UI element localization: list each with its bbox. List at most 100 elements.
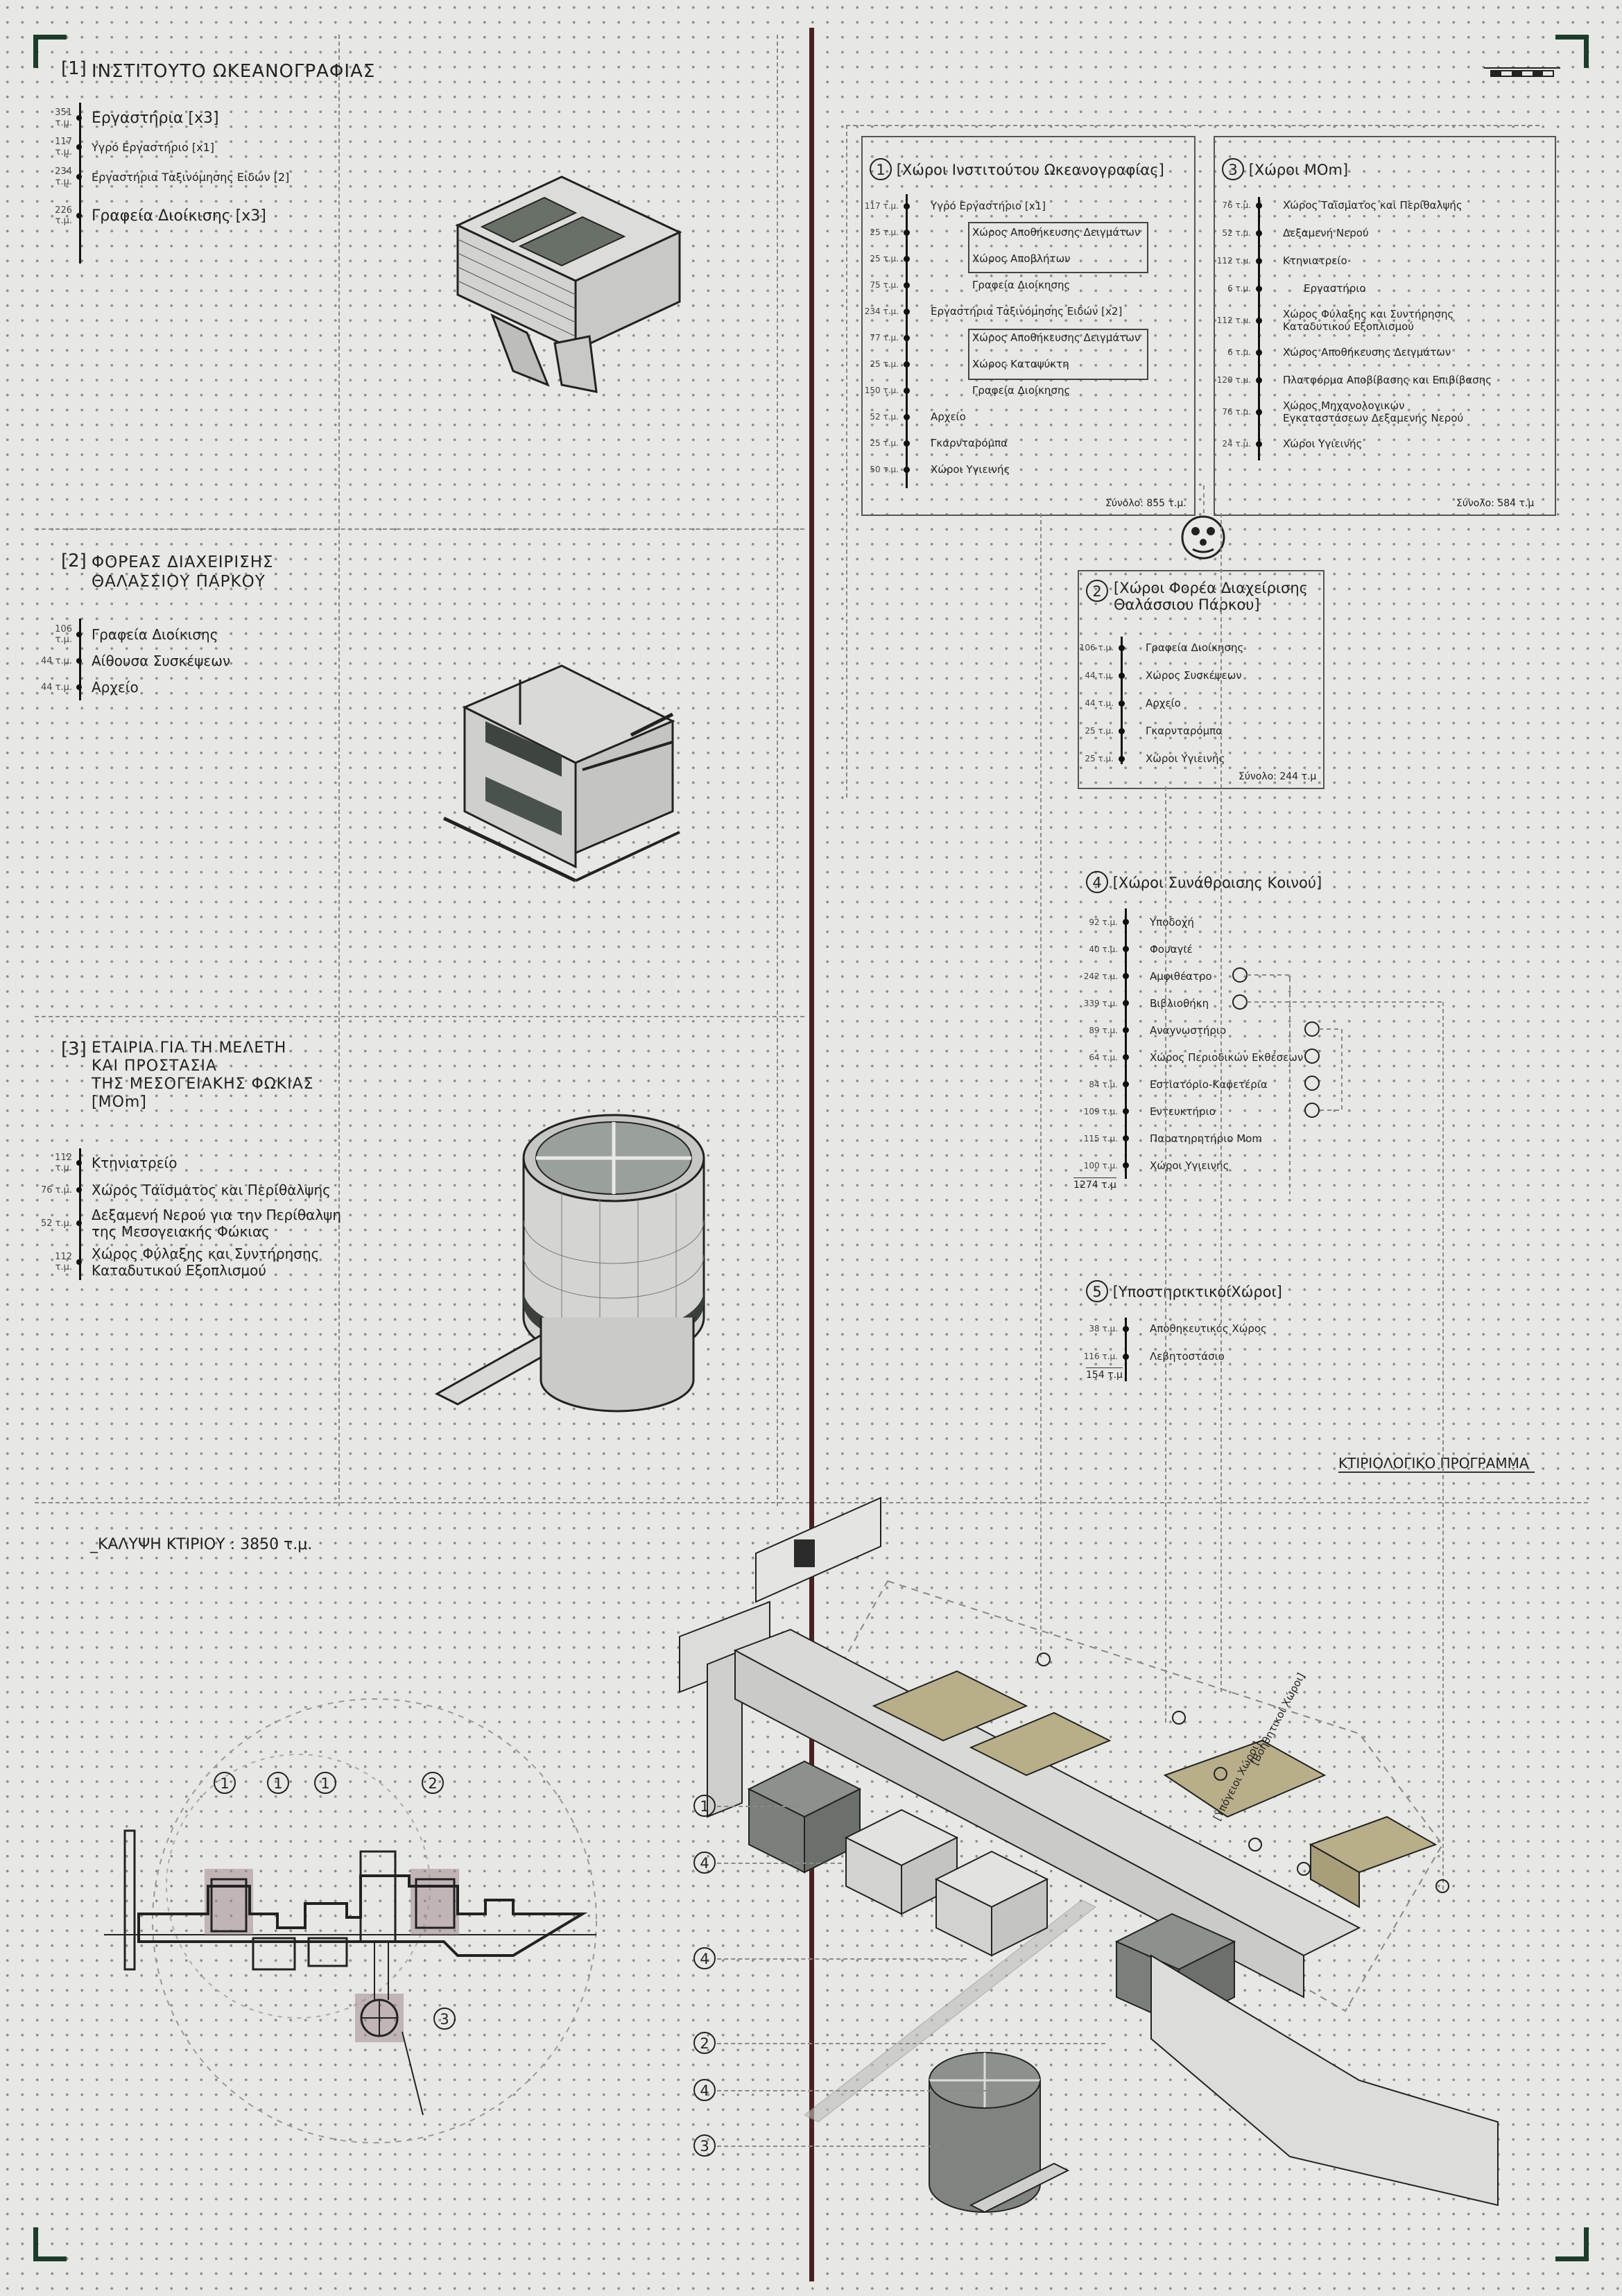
list-item: 112 τ.μ.Κτηνιατρείο — [55, 1153, 178, 1173]
list-item: 339 τ.μ.Βιβλιοθήκη — [1083, 996, 1209, 1010]
list-item: 77 τ.μ.Χώρος Αποθήκευσης Δειγμάτων — [870, 331, 1141, 344]
list-item: 25 τ.μ.Γκαρνταρόμπα — [870, 437, 1008, 449]
group-2-box — [1078, 570, 1325, 789]
section-2-title-line2: ΘΑΛΑΣΣΙΟΥ ΠΑΡΚΟΥ — [92, 573, 266, 591]
section-3-title-line3: ΤΗΣ ΜΕΣΟΓΕΙΑΚΗΣ ΦΩΚΙΑΣ — [92, 1076, 314, 1093]
coverage-label: _ΚΑΛΥΨΗ ΚΤΙΡΙΟΥ : 3850 τ.μ. — [90, 1536, 313, 1553]
axo-leader-4a — [717, 1863, 842, 1864]
list-item: 112 τ.μ.Κτηνιατρείο — [1216, 254, 1347, 267]
list-item: 115 τ.μ.Παρατηρητήριο Mom — [1083, 1132, 1262, 1145]
plan-marker-2: 2 — [422, 1772, 444, 1794]
connector-2 — [1165, 786, 1166, 1723]
list-item: 25 τ.μ.Χώρος Καταψύκτη — [870, 358, 1069, 370]
divider-left-1 — [35, 528, 804, 530]
group-3-axis — [1258, 197, 1260, 460]
axo-marker-4c: 4 — [693, 2079, 716, 2101]
list-item: 116 τ.μ.Λεβητοστάσιο — [1083, 1350, 1225, 1363]
group-1-subbox-a — [968, 222, 1148, 273]
list-item: 106 τ.μ.Γραφεία Διοίκησης — [1079, 641, 1244, 654]
list-item: 25 τ.μ.Χώρος Αποθήκευσης Δειγμάτων — [870, 226, 1141, 239]
list-item: 52 τ.μ.Δεξαμενή Νερού — [1222, 227, 1369, 239]
list-item: 76 τ.μ.Χώρος Ταϊσματος και Περίθαλψης — [1222, 199, 1463, 212]
list-item: 117 τ.μ.Υγρό Εργαστήριο [x1] — [864, 200, 1046, 212]
program-title: ΚΤΙΡΙΟΛΟΓΙΚΟ ΠΡΟΓΡΑΜΜΑ — [1338, 1455, 1535, 1473]
axonometric-complex — [679, 1496, 1499, 2213]
corner-top-right-h — [1555, 35, 1589, 40]
list-item: 92 τ.μ.Υποδοχή — [1089, 915, 1194, 929]
list-item: 226 τ.μ.Γραφεία Διοίκισης [x3] — [55, 205, 266, 226]
list-item: 44 τ.μ.Αρχείο — [1085, 697, 1181, 709]
connector-1 — [1040, 513, 1042, 1657]
corner-top-left-h — [33, 35, 67, 40]
group-3-title: 3 [Χώροι MOm] — [1222, 158, 1348, 180]
list-item: 50 τ.μ.Χώροι Υγιεινής — [870, 463, 1010, 476]
list-item: 25 τ.μ.Χώροι Υγιεινής — [1085, 752, 1225, 765]
plan-marker-1c: 1 — [314, 1772, 336, 1794]
group-4-list: 92 τ.μ.Υποδοχή 40 τ.μ.Φουαγιέ 242 τ.μ.Αμ… — [1083, 908, 1303, 1179]
corner-bottom-right-v — [1584, 2227, 1589, 2261]
list-item: 112 τ.μ.Χώρος Φύλαξης και Συντήρησης Κατ… — [1216, 308, 1454, 333]
group-1-list: 117 τ.μ.Υγρό Εργαστήριο [x1] 25 τ.μ.Χώρο… — [864, 193, 1140, 483]
list-item: 100 τ.μ.Χώροι Υγιεινής — [1083, 1159, 1230, 1172]
divider-right-v — [777, 35, 778, 1506]
connector-3 — [1220, 513, 1222, 1692]
list-item: 84 τ.μ.Εστιατόριο-Καφετέρια — [1089, 1078, 1268, 1091]
scale-bar-icon — [1484, 67, 1560, 77]
section-3-title-line2: ΚΑΙ ΠΡΟΣΤΑΣΙΑ — [92, 1058, 217, 1075]
section-3-axis — [79, 1148, 81, 1280]
section-2-title-line1: ΦΟΡΕΑΣ ΔΙΑΧΕΙΡΙΣΗΣ — [92, 553, 274, 571]
section-3-list: 112 τ.μ.Κτηνιατρείο 76 τ.μ.Χώρος Ταϊσματ… — [39, 1150, 355, 1281]
group-1-box — [861, 136, 1196, 516]
section-1-title: ΙΝΣΤΙΤΟΥΤΟ ΩΚΕΑΝΟΓΡΑΦΙΑΣ — [92, 61, 376, 82]
axonometric-institute — [455, 175, 682, 393]
group-4-axis — [1125, 908, 1127, 1179]
list-item: 76 τ.μ.Χώρος Μηχανολογικών Εγκαταστάσεων… — [1222, 399, 1464, 424]
list-item: 120 τ.μ.Πλατφόρμα Αποβίβασης και Επιβίβα… — [1216, 374, 1492, 386]
list-item: 234 τ.μ.Εργαστήρια Ταξινόμησης Ειδών [2] — [55, 166, 290, 187]
group-1-total: Σύνολο: 855 τ.μ. — [1105, 498, 1187, 509]
divider-left-2 — [35, 1016, 804, 1017]
list-item: 25 τ.μ.Γκαρνταρόμπα — [1085, 725, 1223, 737]
list-item: 64 τ.μ.Χώρος Περιοδικών Εκθέσεων — [1089, 1051, 1304, 1064]
list-item: 351 τ.μ.Εργαστήρια [x3] — [55, 107, 219, 128]
group-4-title: 4 [Χώροι Συνάθροισης Κοινού] — [1086, 871, 1322, 893]
list-item: 52 τ.μ.Δεξαμενή Νερού για την Περίθαλψη … — [40, 1207, 342, 1240]
section-2-list: 106 τ.μ.Γραφεία Διοίκισης 44 τ.μ.Αίθουσα… — [39, 621, 230, 700]
axo-marker-2: 2 — [693, 2032, 716, 2054]
group-4-links — [1232, 967, 1442, 1194]
list-item: 38 τ.μ.Αποθηκευτικός Χώρος — [1089, 1322, 1267, 1335]
section-1-number: [1] — [61, 58, 87, 79]
axonometric-mom-cylinder — [434, 1114, 705, 1413]
list-item: 150 τ.μ.Γραφεία Διοίκησης — [864, 384, 1071, 397]
axo-leader-2 — [717, 2043, 1105, 2044]
axo-marker-3: 3 — [693, 2134, 716, 2157]
list-item: 75 τ.μ.Γραφεία Διοίκησης — [870, 279, 1071, 291]
axo-marker-4b: 4 — [693, 1947, 716, 1969]
group-5-title: 5 [ΥποστηρικτικοίΧώροι] — [1086, 1280, 1282, 1302]
group-2-total: Σύνολο: 244 τ.μ — [1239, 771, 1317, 782]
program-frame-left — [846, 125, 847, 797]
list-item: 40 τ.μ.Φουαγιέ — [1089, 942, 1193, 956]
section-3-number: [3] — [61, 1039, 87, 1060]
list-item: 112 τ.μ.Χώρος Φύλαξης και Συντήρησης Κατ… — [55, 1245, 320, 1279]
axo-leader-3 — [717, 2146, 939, 2147]
group-2-list: 106 τ.μ.Γραφεία Διοίκησης 44 τ.μ.Χώρος Σ… — [1079, 634, 1243, 772]
list-item: 89 τ.μ.Αναγνωστήριο — [1089, 1024, 1227, 1037]
group-1-title: 1 [Χώροι Ινστιτούτου Ωκεανογραφίας] — [870, 158, 1164, 180]
group-4-total: 1274 τ.μ — [1073, 1177, 1116, 1191]
list-item: 25 τ.μ.Χώρος Αποβλήτων — [870, 252, 1071, 265]
corner-bottom-right-h — [1555, 2256, 1589, 2261]
axonometric-park-authority — [442, 664, 680, 883]
connector-4 — [1442, 1002, 1444, 1890]
hub-icon — [1181, 515, 1225, 560]
list-item: 6 τ.μ.Χώρος Αποθήκευσης Δειγμάτων — [1227, 346, 1451, 359]
connector-hub-1 — [1203, 485, 1205, 513]
axo-leader-4b — [717, 1958, 967, 1960]
axo-marker-4a: 4 — [693, 1852, 716, 1874]
group-3-box — [1214, 136, 1556, 516]
list-item: 44 τ.μ.Αίθουσα Συσκέψεων — [40, 653, 231, 669]
list-item: 44 τ.μ.Χώρος Συσκέψεων — [1085, 669, 1242, 682]
central-spine — [809, 28, 814, 2281]
list-item: 52 τ.μ.Αρχείο — [870, 411, 966, 423]
section-2-number: [2] — [61, 551, 87, 571]
